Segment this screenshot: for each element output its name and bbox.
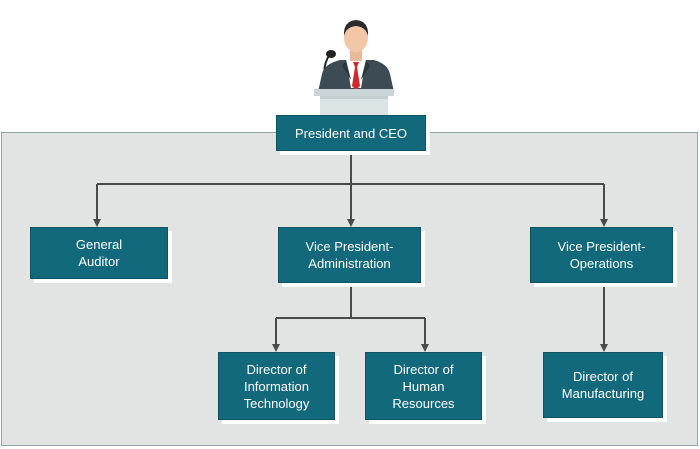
node-president-ceo: President and CEO bbox=[276, 115, 426, 151]
node-director-it: Director of Information Technology bbox=[218, 352, 335, 420]
node-vp-administration: Vice President- Administration bbox=[278, 227, 421, 283]
node-vp-operations: Vice President- Operations bbox=[530, 227, 673, 283]
node-director-manufacturing: Director of Manufacturing bbox=[543, 352, 663, 418]
node-general-auditor: General Auditor bbox=[30, 227, 168, 279]
node-director-hr: Director of Human Resources bbox=[365, 352, 482, 420]
